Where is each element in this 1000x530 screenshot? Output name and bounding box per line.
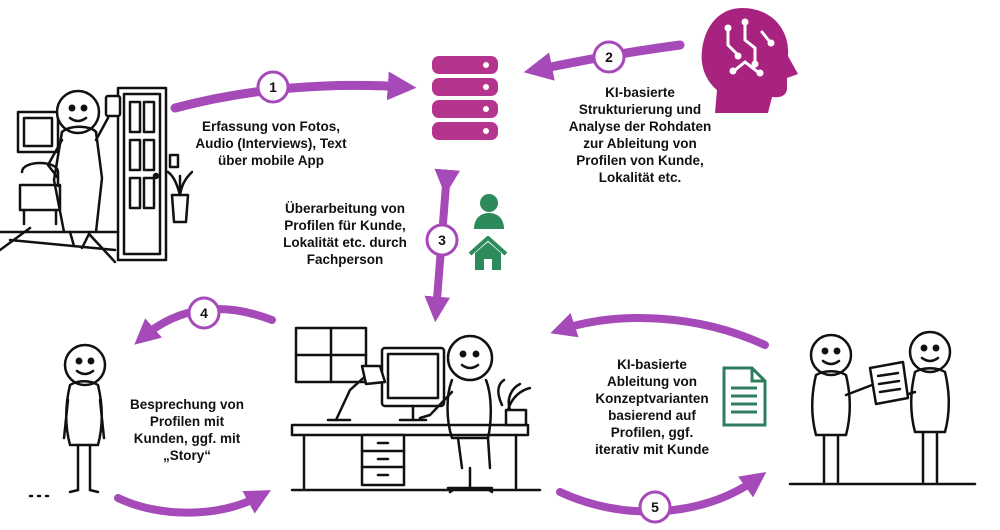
step-4-badge: 4 bbox=[187, 296, 221, 330]
arrow-step-5-top bbox=[550, 313, 769, 349]
step-2-description: KI-basierte Strukturierung und Analyse d… bbox=[568, 85, 712, 185]
house-icon bbox=[468, 236, 508, 270]
person-icon bbox=[474, 194, 504, 229]
step-2-number: 2 bbox=[605, 49, 613, 65]
step-1-number: 1 bbox=[269, 79, 277, 95]
step-2-badge: 2 bbox=[592, 40, 626, 74]
step-5-description: KI-basierte Ableitung von Konzeptvariant… bbox=[594, 357, 710, 457]
arrow-step-4-bottom bbox=[114, 490, 271, 517]
arrow-step-1 bbox=[170, 71, 417, 113]
step-5-badge: 5 bbox=[638, 490, 672, 524]
document-handover-illustration bbox=[788, 330, 977, 486]
customer-illustration bbox=[28, 343, 107, 498]
step-3-number: 3 bbox=[438, 232, 446, 248]
database-icon bbox=[432, 56, 498, 140]
step-4-number: 4 bbox=[200, 305, 208, 321]
step-3-badge: 3 bbox=[425, 223, 459, 257]
document-icon bbox=[722, 366, 767, 427]
step-1-description: Erfassung von Fotos, Audio (Interviews),… bbox=[195, 119, 347, 168]
ai-brain-head-icon bbox=[701, 8, 798, 113]
step-4-description: Besprechung von Profilen mit Kunden, ggf… bbox=[129, 397, 245, 463]
step-1-badge: 1 bbox=[256, 70, 290, 104]
desk-worker-illustration bbox=[290, 326, 542, 494]
mobile-capture-illustration bbox=[0, 86, 194, 264]
step-3-description: Überarbeitung von Profilen für Kunde, Lo… bbox=[283, 201, 407, 267]
step-5-number: 5 bbox=[651, 499, 659, 515]
